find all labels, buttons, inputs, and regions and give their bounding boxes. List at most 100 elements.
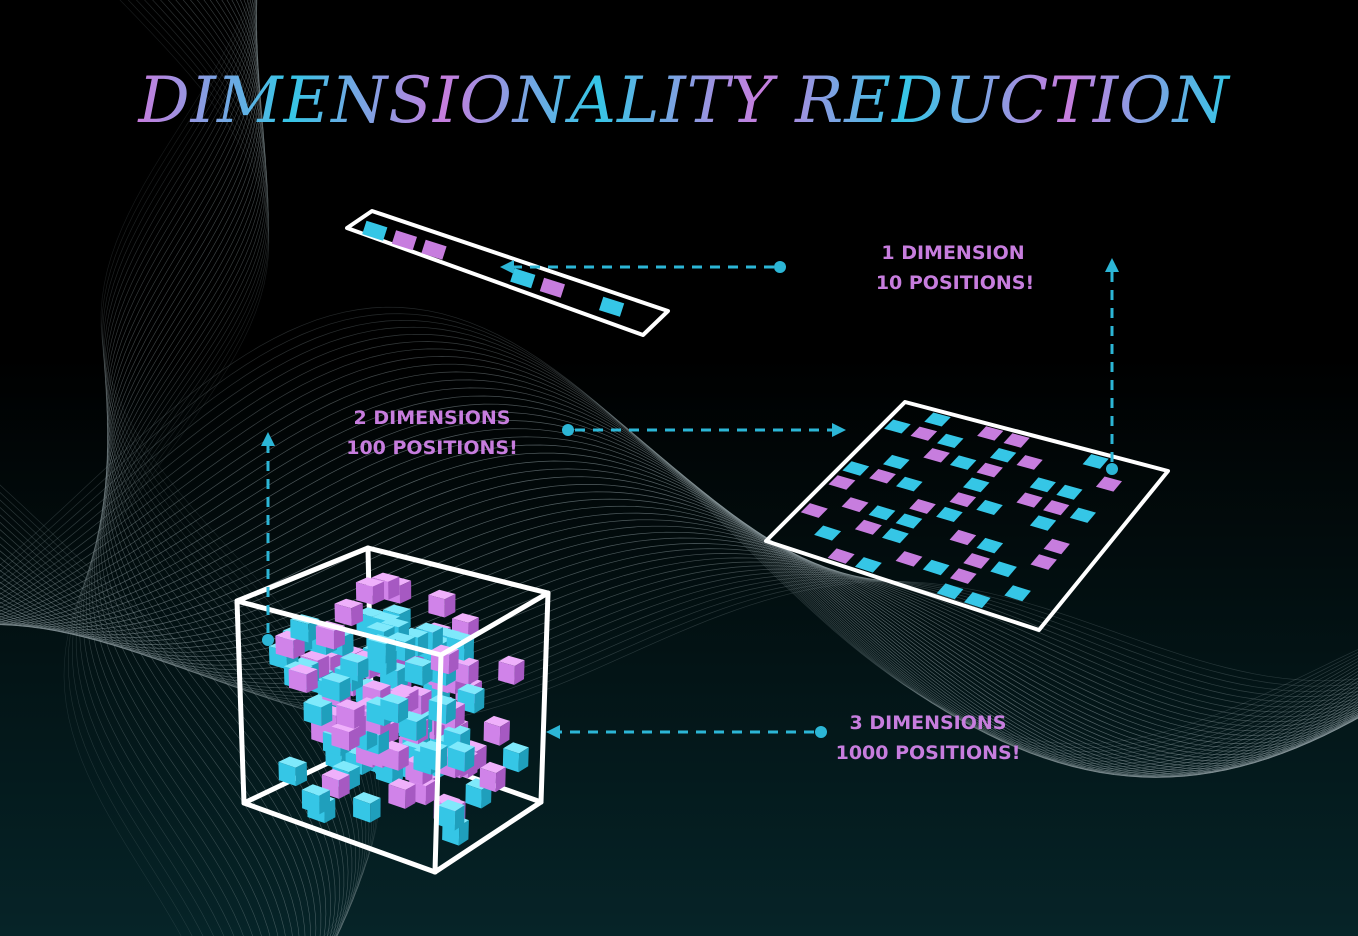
grid-cell [869,469,896,484]
cube-block-face [288,669,307,693]
cube-block-face [301,789,320,815]
grid-cell [990,561,1017,578]
cube-edge [234,598,247,806]
grid-cell [1003,433,1030,448]
strip-frame [345,209,670,337]
cube-edge [438,590,551,658]
cube-block [388,778,416,809]
wave-line [104,0,317,936]
cube-block-face [355,577,384,587]
strip-cell [362,220,388,241]
grid-cell [1082,454,1109,469]
cube-block-face [300,650,329,661]
grid-cell [1069,507,1096,523]
cube-block-face [498,655,525,666]
wave-line [0,387,1358,775]
wave-line [0,553,1358,736]
cube-front-edges [234,545,551,875]
one-dimension-strip [345,209,670,337]
cube-block-face [331,726,349,751]
two-dimension-grid [764,400,1170,632]
cube-block-face [388,784,406,809]
connector-arrows [261,258,1119,739]
cube-block [355,577,385,605]
wave-line [0,499,1358,718]
grid-cell [923,448,950,463]
cube-block-face [371,572,400,582]
cube-block-face [315,626,334,650]
cube-block-face [356,607,385,617]
cube-block [428,694,457,725]
cube-block-face [480,761,506,774]
grid-cell [1029,477,1056,493]
cube-block-face [340,657,358,682]
cube-block [278,756,308,787]
wave-line [100,0,380,936]
cube-block-face [278,761,296,787]
grid-cell [976,462,1003,478]
cube-block-face [448,741,475,753]
strip-cell [421,239,447,260]
wave-line [0,557,1358,732]
wave-line [0,428,1358,778]
wave-line [0,348,1358,765]
wave-line [0,484,1358,771]
cube-block-face [334,598,363,609]
cube-block-face [468,660,479,685]
cube-block [437,799,465,831]
cube-block-face [405,656,433,667]
cube-block [331,721,360,751]
grid-cell [936,506,963,522]
wave-line [0,531,1358,752]
cube-block-face [447,747,465,772]
cube-block-face [288,664,318,675]
cube-block [498,655,525,685]
grid-cell [1056,484,1083,500]
cube-block [419,740,448,772]
cube-block-face [457,683,485,695]
cube-block-face [378,729,389,755]
wave-line [105,0,322,936]
cube-block-face [416,716,427,742]
cube-block-face [390,684,419,695]
wave-line [85,0,268,936]
cube-block [288,664,318,693]
label-2d-line1: 2 DIMENSIONS [354,407,511,429]
cube-block [404,656,433,686]
grid-cell [1043,500,1070,516]
cube-block-face [333,625,345,650]
grid-cell [882,528,909,544]
cube-block-face [321,702,333,727]
cube-block-face [306,669,318,693]
cube-block-face [372,581,385,605]
cube-block-face [278,756,307,768]
arrow-grid-to-1d [1105,258,1119,475]
strip-cell [539,277,565,298]
cube-edge [241,800,438,875]
wave-line [106,0,336,936]
cube-block-face [428,594,445,618]
grid-cell [950,568,977,584]
wave-line [71,0,270,936]
cube-block-face [503,742,529,754]
wave-line [0,514,1358,710]
grid-cells [800,412,1122,609]
cube-edge [234,545,371,604]
strip-cell [510,268,536,289]
cube-block-face [438,799,465,812]
cube-block-face [431,644,459,655]
wave-line [79,0,269,936]
grid-cell [800,503,828,518]
cube-block-face [336,699,365,711]
wave-line [0,537,1358,748]
wave-line [98,0,286,936]
cube-block-face [398,716,417,742]
cube-block-face [452,613,479,623]
cube-block [353,792,381,823]
wave-line [103,0,311,936]
cube-block-face [419,746,438,772]
cube-block-face [397,698,409,724]
wave-line [0,529,1358,713]
cube-block-face [518,747,529,773]
